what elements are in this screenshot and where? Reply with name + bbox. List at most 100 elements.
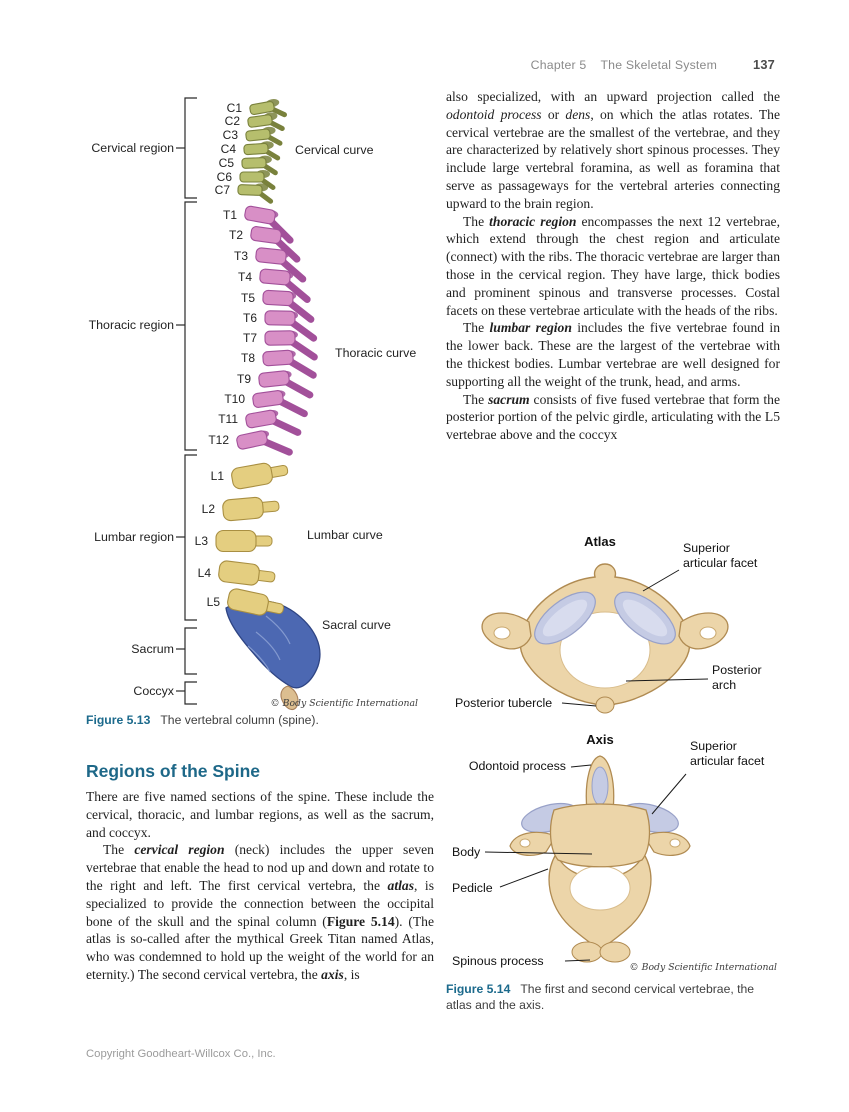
vertebral-body [241, 157, 267, 169]
vertebral-body [264, 310, 296, 326]
vertebra-label: T12 [208, 433, 229, 447]
vertebral-body [244, 205, 276, 225]
axis-right-foramen [669, 838, 681, 848]
vertebra-label: T9 [237, 372, 251, 386]
axis-spinous-process-left-lobe [571, 941, 603, 963]
cervical-vertebra [245, 126, 283, 146]
axis-label-pedicle: Pedicle [452, 881, 493, 895]
left-column-text: There are five named sections of the spi… [86, 788, 434, 984]
curve-label: Lumbar curve [307, 528, 383, 542]
vertebra-label: C2 [225, 114, 241, 128]
text-segment: ). (The atlas is so-called after the myt… [86, 913, 434, 982]
vertebral-body [250, 226, 282, 244]
atlas-label-posterior-tubercle: Posterior tubercle [455, 696, 552, 710]
axis-label-superior-articular-facet: Superior [690, 739, 737, 753]
thoracic-vertebra [255, 247, 307, 283]
figure-5-14-credit: © Body Scientific International [629, 962, 777, 973]
leader-line [561, 702, 597, 707]
vertebra-label: T7 [243, 331, 257, 345]
text-segment: axis [321, 966, 344, 982]
text-segment: , is specialized to provide the connecti… [86, 877, 434, 929]
figure-5-14-caption-label: Figure 5.14 [446, 982, 511, 996]
region-label: Lumbar region [94, 530, 174, 544]
axis-body-shape [549, 803, 651, 868]
paragraph: also specialized, with an upward project… [446, 88, 780, 213]
vertebral-body [227, 588, 269, 616]
leader-line [642, 569, 680, 592]
lumbar-vertebra [231, 462, 289, 490]
vertebra-label: T6 [243, 311, 257, 325]
text-segment: atlas [387, 877, 414, 893]
curve-label: Sacral curve [322, 618, 391, 632]
figure-5-13-caption-text: The vertebral column (spine). [160, 713, 319, 727]
text-segment: , is [343, 966, 360, 982]
leader-line [570, 764, 592, 768]
atlas-label-superior-articular-facet: Superior [683, 541, 730, 555]
lumbar-vertebra [215, 529, 273, 553]
vertebra-label: L1 [211, 469, 225, 483]
paragraph: The cervical region (neck) includes the … [86, 841, 434, 983]
region-bracket [184, 97, 197, 199]
text-segment: thoracic region [489, 213, 577, 229]
vertebral-body [243, 142, 269, 156]
vertebra-label: T8 [241, 351, 255, 365]
coccyx-shape [280, 685, 299, 711]
thoracic-vertebra [259, 268, 311, 303]
vertebra-label: C3 [223, 128, 239, 142]
vertebra-label: T11 [218, 412, 238, 426]
text-segment: There are five named sections of the spi… [86, 789, 434, 840]
thoracic-vertebra [258, 370, 314, 399]
thoracic-vertebra [236, 430, 293, 456]
axis-label-spinous-process: Spinous process [452, 954, 544, 968]
running-head: Chapter 5 The Skeletal System 137 [0, 57, 775, 72]
vertebral-body [215, 529, 257, 553]
vertebral-body [245, 128, 271, 142]
vertebral-body [264, 330, 296, 346]
text-segment: odontoid process [446, 106, 542, 122]
paragraph: The thoracic region encompasses the next… [446, 213, 780, 320]
vertebra-label: T1 [223, 208, 237, 222]
region-bracket [184, 201, 197, 451]
text-segment: (neck) includes the upper seven vertebra… [86, 842, 434, 893]
lumbar-vertebra [227, 588, 285, 616]
region-bracket [184, 627, 197, 675]
cervical-vertebra [241, 155, 278, 176]
thoracic-vertebra [244, 205, 294, 244]
thoracic-vertebra [250, 226, 301, 263]
vertebral-body [258, 370, 290, 388]
atlas-label-posterior-arch: arch [712, 678, 736, 692]
atlas-left-facet-highlight [542, 599, 588, 637]
cervical-vertebra [237, 183, 274, 204]
vertebral-body [239, 171, 265, 183]
vertebra-label: T5 [241, 291, 255, 305]
atlas-bone [481, 563, 729, 714]
vertebral-body [249, 100, 275, 116]
text-segment: The [463, 213, 490, 229]
atlas-right-facet-highlight [622, 599, 668, 637]
region-bracket [184, 681, 197, 705]
leader-line [484, 851, 593, 855]
atlas-label-posterior-arch: Posterior [712, 663, 762, 677]
atlas-right-foramen [699, 626, 717, 640]
axis-label-superior-articular-facet: articular facet [690, 754, 765, 768]
region-label: Coccyx [133, 684, 174, 698]
atlas-title: Atlas [584, 534, 616, 549]
vertebra-label: T4 [238, 270, 252, 284]
vertebral-body [218, 560, 260, 586]
text-segment: includes the five vertebrae found in the… [446, 320, 780, 389]
paragraph: The lumbar region includes the five vert… [446, 319, 780, 390]
vertebra-label: L2 [202, 502, 216, 516]
vertebral-body [262, 349, 294, 367]
text-segment: sacrum [488, 391, 530, 407]
vertebral-body [245, 409, 277, 429]
thoracic-vertebra [264, 330, 318, 361]
region-label: Sacrum [131, 642, 174, 656]
text-segment: or [541, 106, 566, 122]
atlas-posterior-tubercle-shape [595, 696, 615, 714]
vertebral-body [259, 268, 291, 286]
sacrum-ridges [247, 615, 291, 673]
axis-bone [509, 755, 691, 963]
cervical-vertebra [239, 170, 276, 190]
vertebral-body [237, 184, 263, 196]
